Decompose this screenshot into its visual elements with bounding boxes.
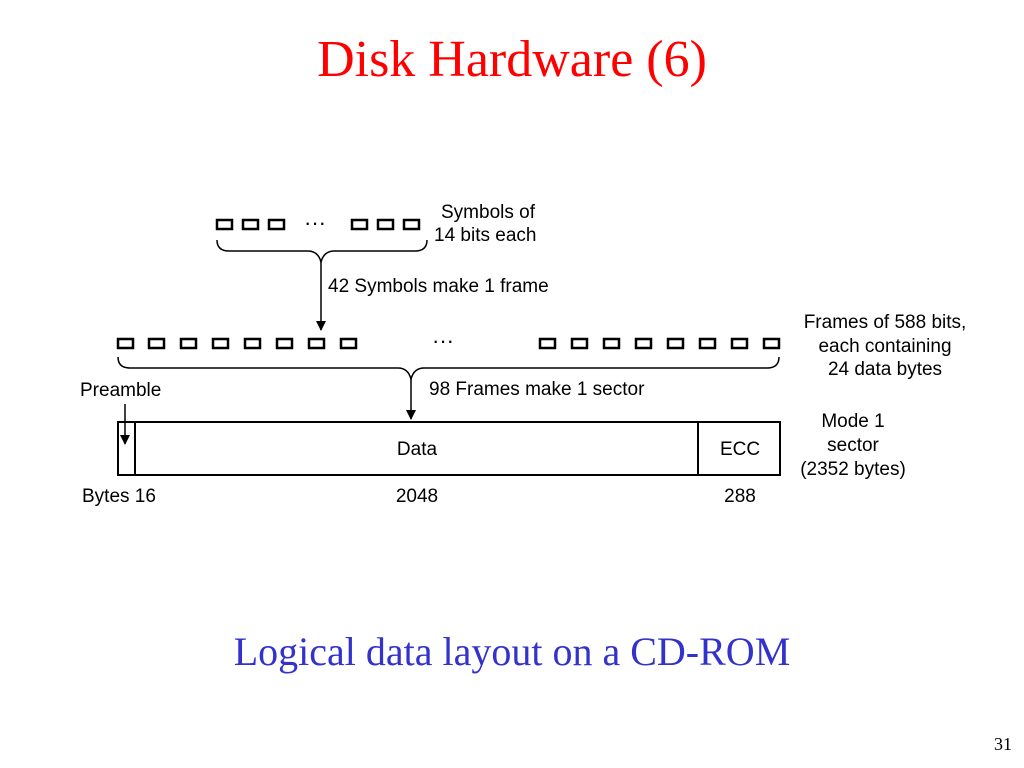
symbols-label-line2: 14 bits each	[434, 225, 536, 246]
sector-bar	[117, 421, 781, 476]
symbol-boxes-right	[350, 218, 421, 231]
symbol-boxes-left	[215, 218, 286, 231]
symbols-brace	[216, 239, 428, 265]
symbols-ellipsis: ···	[304, 210, 326, 235]
slide-title: Disk Hardware (6)	[317, 31, 707, 88]
ecc-segment-label: ECC	[720, 439, 760, 460]
preamble-label: Preamble	[80, 380, 161, 401]
frames-to-sector-label: 98 Frames make 1 sector	[429, 379, 645, 400]
ecc-bytes-value: 288	[724, 486, 756, 507]
frame-boxes-left	[116, 337, 358, 350]
frame-boxes-right	[538, 337, 781, 350]
frames-label-line2: each containing	[818, 336, 951, 357]
frames-brace	[117, 356, 780, 382]
sector-label-line1: Mode 1	[821, 411, 884, 432]
bytes-label: Bytes 16	[82, 486, 156, 507]
page-number: 31	[994, 734, 1012, 754]
slide-caption: Logical data layout on a CD-ROM	[233, 629, 791, 674]
frames-ellipsis: ···	[432, 328, 454, 353]
symbols-label-line1: Symbols of	[441, 202, 536, 223]
frames-label-line3: 24 data bytes	[828, 359, 942, 380]
data-segment-label: Data	[397, 439, 438, 460]
frames-label-line1: Frames of 588 bits,	[804, 312, 967, 333]
symbols-to-frame-label: 42 Symbols make 1 frame	[328, 276, 549, 297]
sector-label-line2: sector	[827, 435, 879, 456]
data-bytes-value: 2048	[396, 486, 438, 507]
sector-label-line3: (2352 bytes)	[800, 459, 906, 480]
